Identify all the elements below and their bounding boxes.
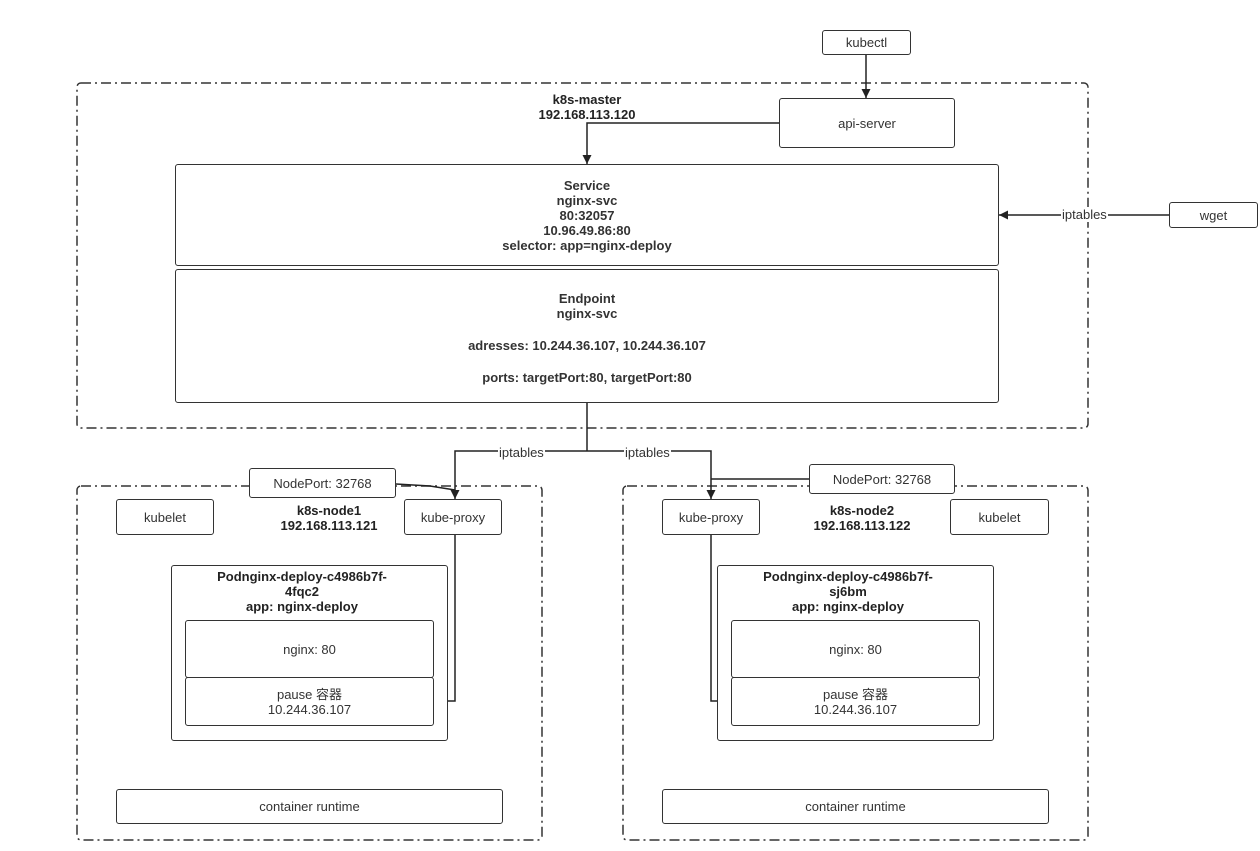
- api-server-box[interactable]: api-server: [779, 98, 955, 148]
- service-cluster-ip: 10.96.49.86:80: [543, 222, 631, 238]
- node1-name: k8s-node1: [296, 503, 362, 518]
- node2-nodeport-label: NodePort: 32768: [832, 471, 932, 487]
- node1-kubelet-label: kubelet: [144, 509, 186, 525]
- node1-kube-proxy-box[interactable]: kube-proxy: [404, 499, 502, 535]
- node1-nginx-label: nginx: 80: [283, 641, 336, 657]
- node1-nodeport-label: NodePort: 32768: [273, 475, 372, 491]
- node2-ip: 192.168.113.122: [813, 518, 911, 533]
- master-name: k8s-master: [552, 92, 622, 107]
- node2-pause-container[interactable]: pause 容器 10.244.36.107: [731, 677, 980, 726]
- iptables-label-left: iptables: [498, 445, 545, 460]
- node1-pause-label: pause 容器: [276, 686, 343, 702]
- kubectl-label: kubectl: [845, 35, 888, 50]
- node1-nodeport-box[interactable]: NodePort: 32768: [249, 468, 396, 498]
- service-selector: selector: app=nginx-deploy: [502, 237, 672, 253]
- edge-nodeport1-proxy: [395, 483, 456, 491]
- iptables-label-right: iptables: [624, 445, 671, 460]
- master-boundary: [76, 82, 1089, 429]
- node1-ip: 192.168.113.121: [280, 518, 378, 533]
- node1-kube-proxy-label: kube-proxy: [420, 509, 486, 525]
- node2-kubelet-label: kubelet: [978, 509, 1021, 525]
- master-ip: 192.168.113.120: [538, 107, 636, 122]
- node1-runtime-label: container runtime: [259, 799, 360, 814]
- node2-kubelet-box[interactable]: kubelet: [950, 499, 1049, 535]
- node2-runtime-box[interactable]: container runtime: [662, 789, 1049, 824]
- node1-pause-ip: 10.244.36.107: [267, 701, 352, 717]
- node2-nginx-label: nginx: 80: [829, 641, 882, 657]
- master-title: k8s-master 192.168.113.120: [517, 92, 657, 122]
- endpoint-addresses: adresses: 10.244.36.107, 10.244.36.107: [468, 338, 706, 353]
- iptables-label-wget: iptables: [1061, 207, 1108, 222]
- service-box[interactable]: Service nginx-svc 80:32057 10.96.49.86:8…: [175, 164, 999, 266]
- service-title: Service: [563, 177, 611, 193]
- node2-pause-label: pause 容器: [822, 686, 889, 702]
- wget-box[interactable]: wget: [1169, 202, 1258, 228]
- node2-kube-proxy-box[interactable]: kube-proxy: [662, 499, 760, 535]
- node1-nginx-container[interactable]: nginx: 80: [185, 620, 434, 678]
- node1-title: k8s-node1 192.168.113.121: [259, 503, 399, 533]
- endpoint-name: nginx-svc: [556, 306, 618, 321]
- node2-pod-label: app: nginx-deploy: [792, 599, 904, 614]
- node2-pod-title: Podnginx-deploy-c4986b7f- sj6bm app: ngi…: [717, 569, 979, 614]
- endpoint-ports: ports: targetPort:80, targetPort:80: [482, 370, 692, 385]
- node1-pause-container[interactable]: pause 容器 10.244.36.107: [185, 677, 434, 726]
- node2-nodeport-box[interactable]: NodePort: 32768: [809, 464, 955, 494]
- endpoint-title: Endpoint: [558, 291, 616, 306]
- node2-pod-name-line2: sj6bm: [829, 584, 867, 599]
- node2-pause-ip: 10.244.36.107: [813, 701, 898, 717]
- node1-runtime-box[interactable]: container runtime: [116, 789, 503, 824]
- node1-pod-label: app: nginx-deploy: [246, 599, 358, 614]
- node2-nginx-container[interactable]: nginx: 80: [731, 620, 980, 678]
- node1-pod-name-line2: 4fqc2: [285, 584, 319, 599]
- edge-apiserver-service: [582, 122, 779, 164]
- node1-pod-name-line1: Podnginx-deploy-c4986b7f-: [217, 569, 387, 584]
- wget-label: wget: [1199, 207, 1228, 223]
- service-port: 80:32057: [559, 207, 615, 223]
- api-server-label: api-server: [838, 115, 896, 131]
- node2-name: k8s-node2: [829, 503, 895, 518]
- node2-title: k8s-node2 192.168.113.122: [792, 503, 932, 533]
- node2-kube-proxy-label: kube-proxy: [678, 509, 744, 525]
- kubectl-box[interactable]: kubectl: [822, 30, 911, 55]
- service-name: nginx-svc: [556, 192, 618, 208]
- node1-kubelet-box[interactable]: kubelet: [116, 499, 214, 535]
- node2-runtime-label: container runtime: [805, 799, 906, 814]
- node2-pod-name-line1: Podnginx-deploy-c4986b7f-: [763, 569, 933, 584]
- node1-pod-title: Podnginx-deploy-c4986b7f- 4fqc2 app: ngi…: [171, 569, 433, 614]
- endpoint-box[interactable]: Endpoint nginx-svc adresses: 10.244.36.1…: [175, 269, 999, 403]
